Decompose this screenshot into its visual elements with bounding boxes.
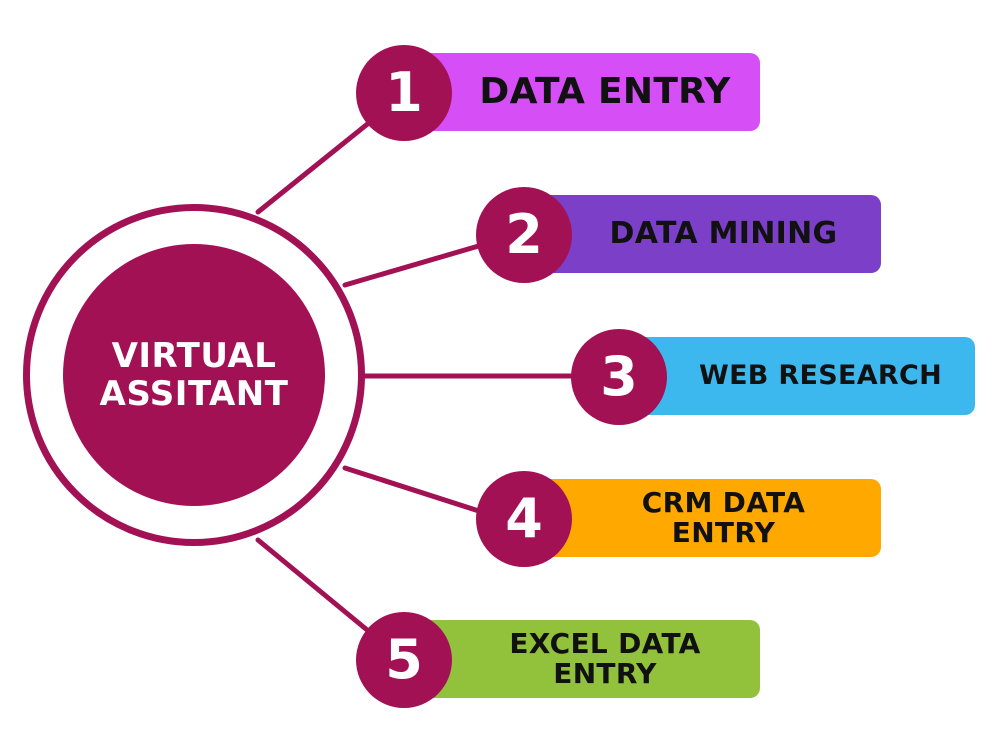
item-pill-5: EXCEL DATA ENTRY <box>410 620 760 698</box>
item-label-3: WEB RESEARCH <box>698 360 943 391</box>
item-number-3: 3 <box>600 345 638 408</box>
item-number-1: 1 <box>385 61 423 124</box>
connector-line-1 <box>255 119 373 215</box>
item-number-5: 5 <box>385 628 423 691</box>
item-label-2: DATA MINING <box>609 216 838 251</box>
item-pill-4: CRM DATA ENTRY <box>526 479 881 557</box>
item-badge-3: 3 <box>571 329 667 425</box>
item-label-5: EXCEL DATA ENTRY <box>509 627 701 690</box>
item-number-4: 4 <box>505 487 543 550</box>
item-pill-3: WEB RESEARCH <box>622 337 975 415</box>
connector-line-4 <box>342 465 485 515</box>
connector-line-2 <box>342 242 485 288</box>
item-label-1: DATA ENTRY <box>479 71 731 112</box>
item-badge-4: 4 <box>476 471 572 567</box>
item-badge-2: 2 <box>476 187 572 283</box>
item-badge-5: 5 <box>356 612 452 708</box>
hub-circle: VIRTUAL ASSITANT <box>63 244 325 506</box>
item-label-4: CRM DATA ENTRY <box>641 486 806 549</box>
hub-label: VIRTUAL ASSITANT <box>99 336 289 414</box>
item-pill-2: DATA MINING <box>526 195 881 273</box>
item-badge-1: 1 <box>356 45 452 141</box>
connector-line-5 <box>255 537 375 637</box>
item-pill-1: DATA ENTRY <box>410 53 760 131</box>
item-number-2: 2 <box>505 203 543 266</box>
